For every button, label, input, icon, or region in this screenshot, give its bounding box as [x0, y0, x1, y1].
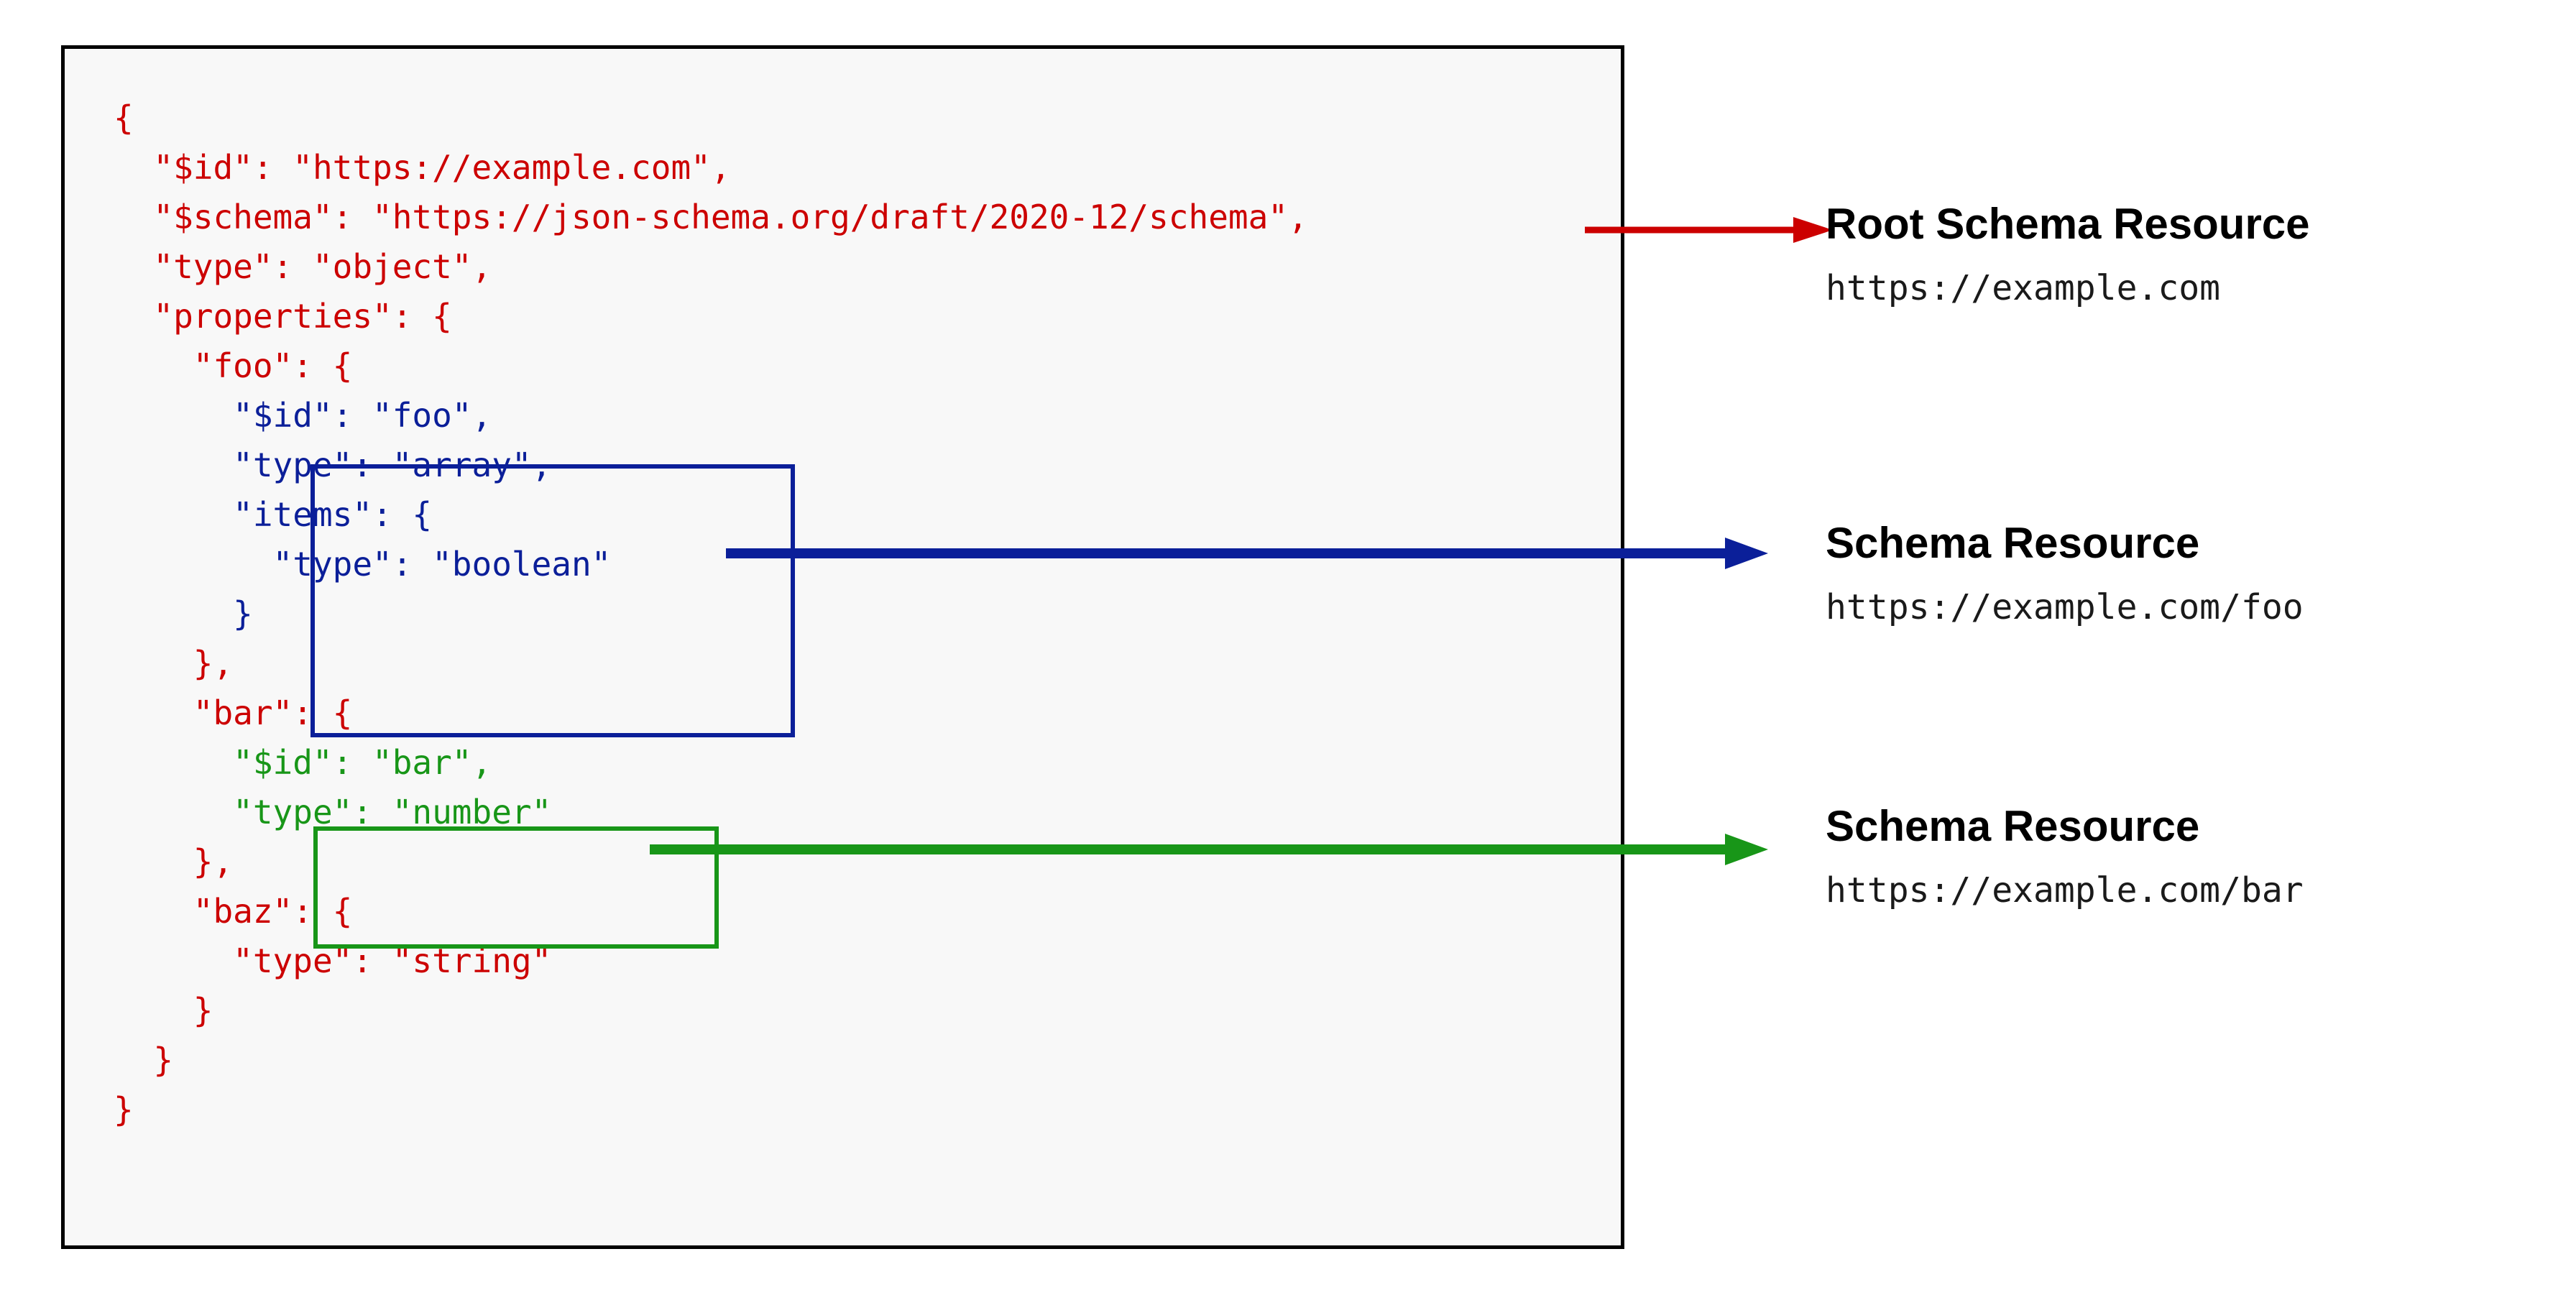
json-code-block: { "$id": "https://example.com", "$schema… [114, 93, 1308, 1135]
annotation-title: Root Schema Resource [1826, 200, 2310, 248]
arrow-bar-schema [650, 834, 1768, 865]
annotation-uri: https://example.com [1826, 268, 2221, 308]
code-line: "type": "object", [114, 247, 492, 286]
json-code-panel: { "$id": "https://example.com", "$schema… [61, 45, 1624, 1249]
code-line: }, [114, 644, 234, 683]
code-line: "type": "boolean" [114, 545, 612, 584]
highlight-box-foo [310, 464, 795, 737]
code-line: } [114, 991, 213, 1030]
code-line: "foo": { [114, 346, 353, 385]
code-line: { [114, 98, 134, 137]
highlight-box-bar [313, 826, 719, 949]
code-line: "type": "number" [114, 793, 552, 831]
annotation-bar-schema: Schema Resource https://example.com/bar [1826, 802, 2576, 911]
code-line: "$id": "foo", [114, 396, 492, 435]
annotation-title: Schema Resource [1826, 802, 2200, 850]
annotation-foo-schema: Schema Resource https://example.com/foo [1826, 519, 2576, 628]
code-line: "bar": { [114, 693, 353, 732]
arrow-foo-schema [726, 538, 1768, 569]
code-line: } [114, 594, 253, 633]
code-line: "properties": { [114, 297, 452, 336]
annotation-root-schema: Root Schema Resource https://example.com [1826, 200, 2576, 309]
arrow-root-schema [1585, 217, 1833, 243]
code-line: "$schema": "https://json-schema.org/draf… [114, 198, 1308, 236]
annotation-title: Schema Resource [1826, 519, 2200, 567]
annotation-uri: https://example.com/bar [1826, 870, 2304, 911]
code-line: "$id": "bar", [114, 743, 492, 782]
annotation-uri: https://example.com/foo [1826, 587, 2304, 627]
code-line: "baz": { [114, 892, 353, 931]
code-line: } [114, 1041, 174, 1079]
code-line: } [114, 1090, 134, 1129]
code-line: "$id": "https://example.com", [114, 148, 731, 187]
code-line: }, [114, 842, 234, 881]
